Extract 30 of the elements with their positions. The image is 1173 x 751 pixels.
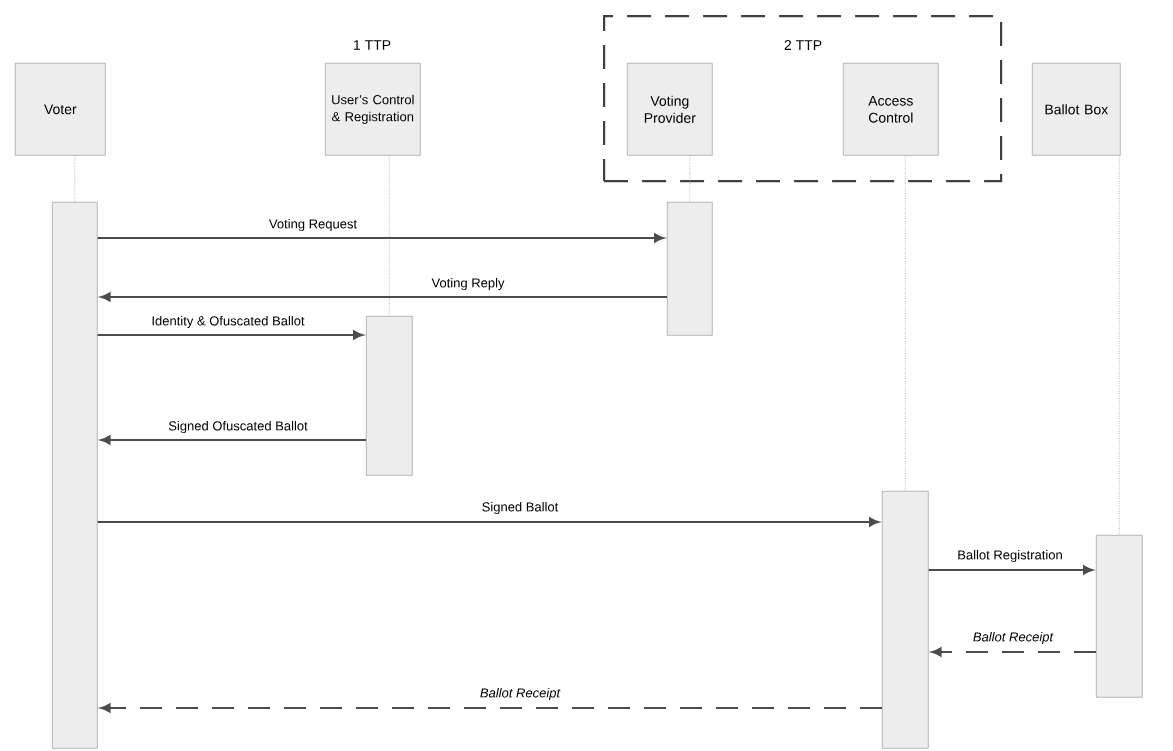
- activation-bar: [52, 202, 98, 749]
- lifeline-head-box: User’s Control & Registration: [325, 63, 421, 156]
- message-label: Voting Reply: [430, 276, 506, 292]
- message-arrow: [100, 435, 367, 445]
- message-label: Ballot Receipt: [971, 630, 1055, 646]
- message-label: Ballot Receipt: [478, 686, 562, 702]
- message-label: Signed Ballot: [480, 500, 560, 516]
- message-arrow: [100, 703, 883, 713]
- message-label: Ballot Registration: [956, 548, 1064, 564]
- lifeline-head-box: Access Control: [843, 63, 939, 156]
- message-label: Identity & Ofuscated Ballot: [150, 314, 306, 330]
- activation-bar: [882, 491, 929, 749]
- lifeline-head-box: Voter: [15, 63, 106, 156]
- lifeline: [1118, 155, 1120, 536]
- lifeline: [904, 155, 906, 492]
- activation-bar: [366, 316, 413, 476]
- message-arrow: [100, 292, 668, 302]
- message-label: Signed Ofuscated Ballot: [167, 419, 309, 435]
- activation-bar: [667, 202, 713, 336]
- message-arrow: [96, 233, 665, 243]
- lifeline-head-box: Voting Provider: [627, 63, 713, 156]
- message-arrow: [96, 330, 364, 340]
- message-arrow: [931, 647, 1097, 657]
- lifeline: [388, 155, 390, 317]
- message-arrow: [96, 517, 880, 527]
- group-label: 1 TTP: [354, 40, 391, 50]
- activation-bar: [1096, 535, 1143, 698]
- message-arrow: [927, 565, 1094, 575]
- lifeline-head-box: Ballot Box: [1032, 63, 1121, 156]
- message-label: Voting Request: [267, 217, 359, 233]
